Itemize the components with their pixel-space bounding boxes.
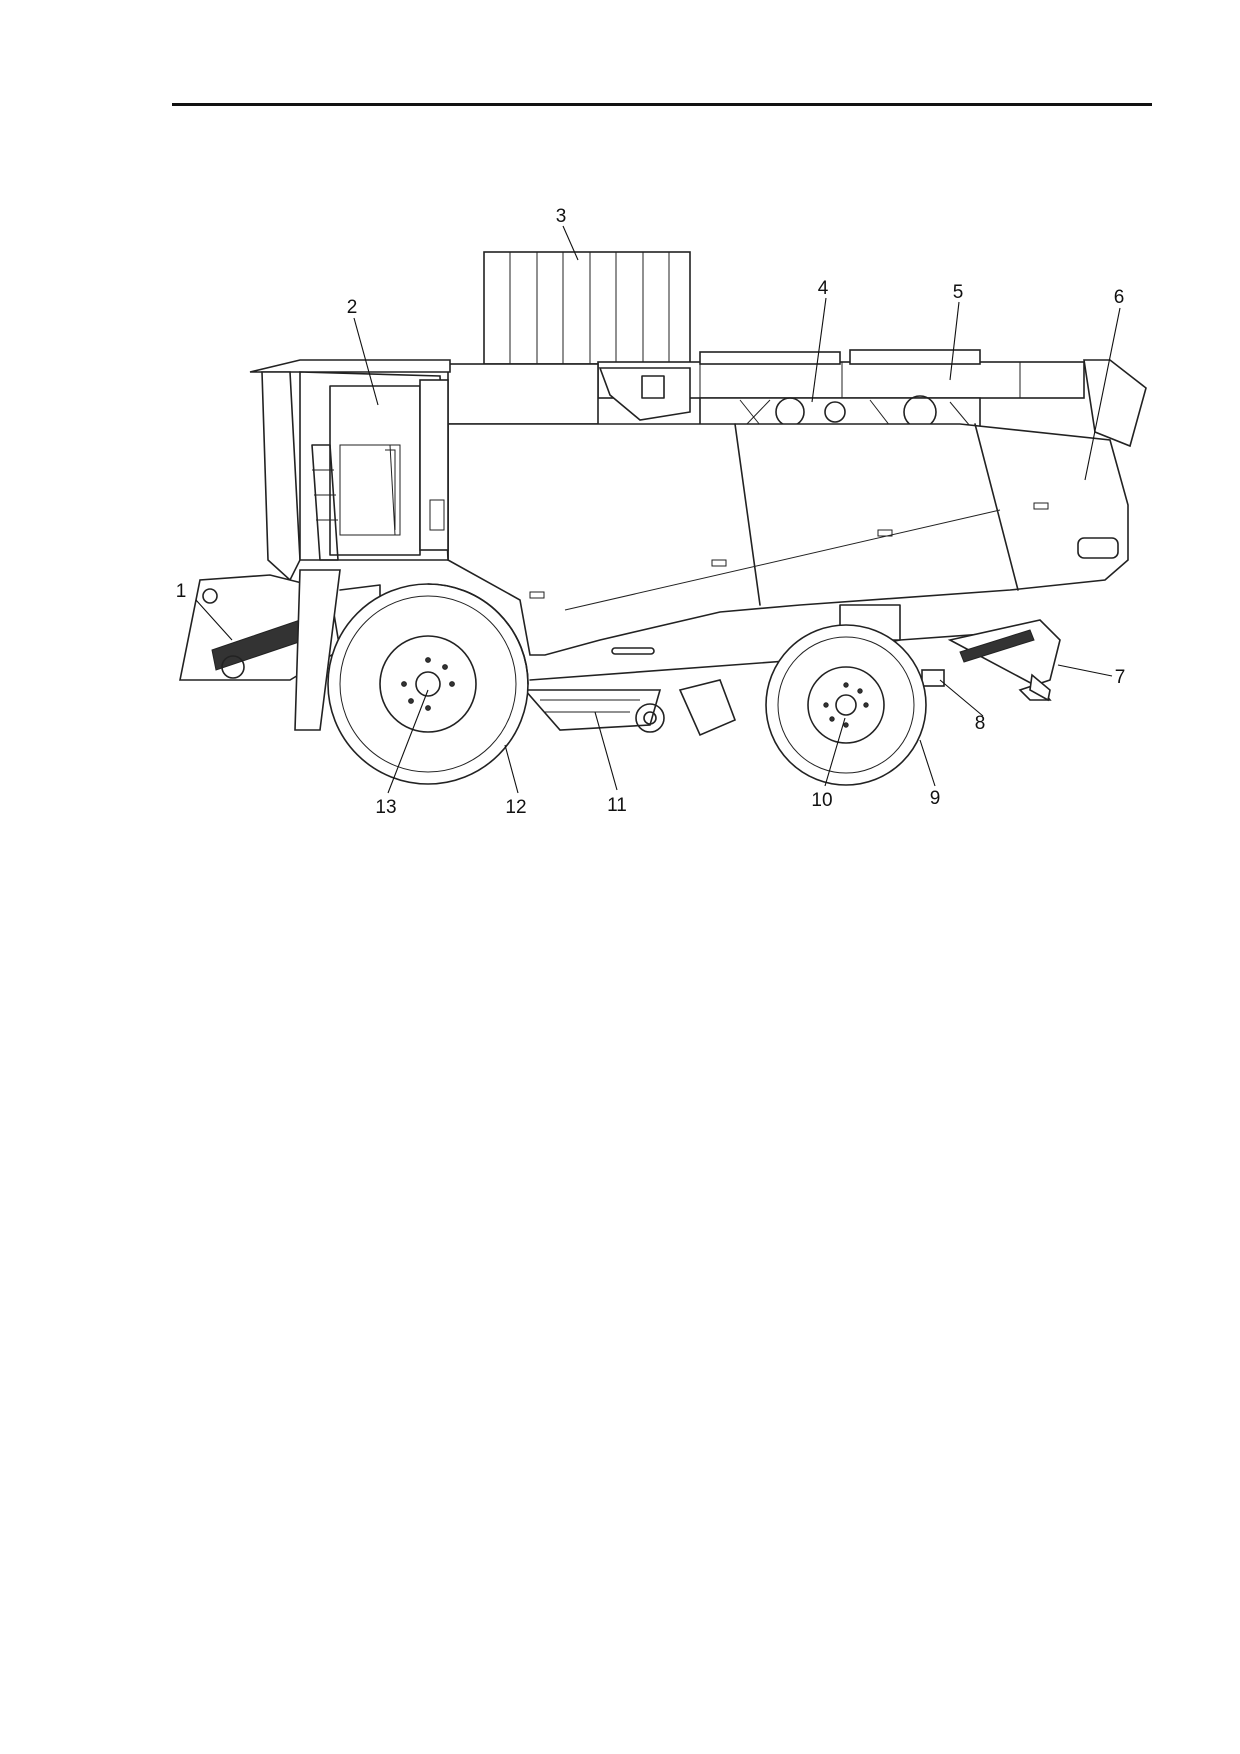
rear-wheel: [765, 624, 927, 786]
callout-6: 6: [1114, 287, 1125, 308]
header-rule: [172, 103, 1152, 106]
rear-axle-assembly: [839, 604, 1061, 702]
callout-9: 9: [930, 788, 941, 809]
callout-11: 11: [607, 795, 627, 816]
callout-1: 1: [176, 581, 187, 602]
front-wheel: [327, 583, 529, 785]
callout-3: 3: [556, 206, 567, 227]
header-feeder: [179, 569, 381, 731]
callout-5: 5: [953, 282, 964, 303]
callout-labels: 1 2 3 4 5 6 7 8 9 10 11 12 13: [176, 206, 1126, 818]
callout-8: 8: [975, 713, 986, 734]
operator-cab: [249, 359, 451, 582]
callout-10: 10: [811, 790, 832, 811]
callout-2: 2: [347, 297, 358, 318]
callout-12: 12: [505, 797, 526, 818]
cleaning-shoe: [523, 679, 737, 737]
combine-body: [447, 363, 1129, 681]
callout-13: 13: [375, 797, 396, 818]
grain-tank-extension: [483, 251, 691, 365]
leader-lines: [195, 225, 1121, 794]
combine-harvester-diagram: 1 2 3 4 5 6 7 8 9 10 11 12 13: [176, 206, 1147, 818]
callout-4: 4: [818, 278, 829, 299]
callout-7: 7: [1115, 667, 1126, 688]
